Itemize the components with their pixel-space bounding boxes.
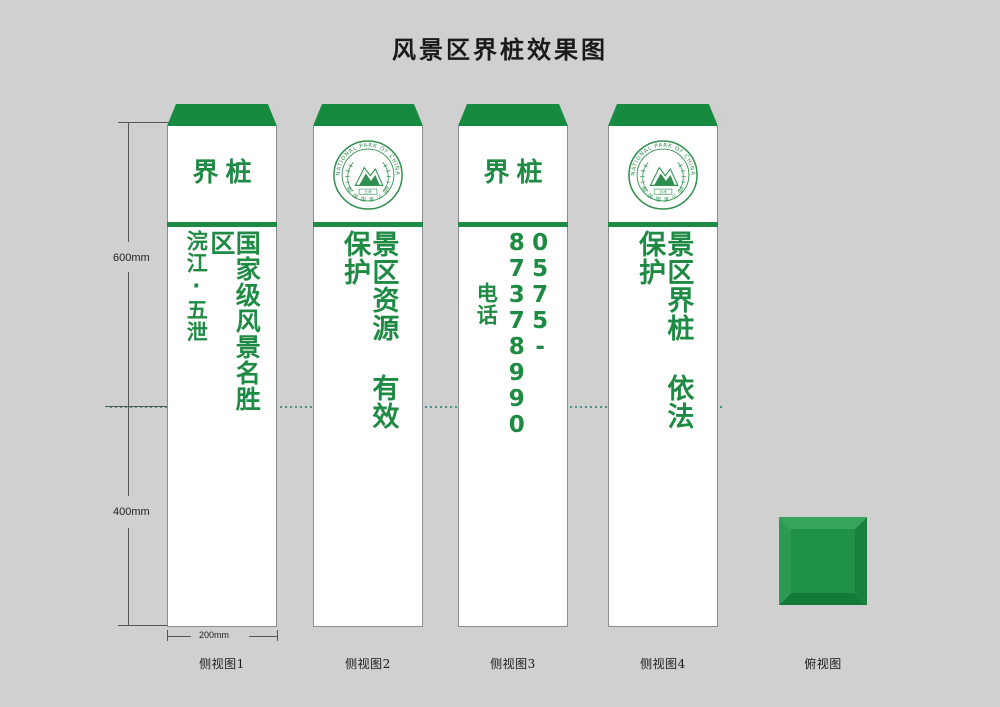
dim-tick-bottom bbox=[118, 625, 170, 626]
pillar-divider-1 bbox=[167, 222, 277, 227]
caption-side-view-4: 侧视图4 bbox=[640, 657, 686, 671]
national-park-emblem-icon: NATIONAL PARK OF CHINA 中 国 国 家 公 园 bbox=[333, 140, 403, 210]
pillar-body-column-3b: 电话 bbox=[474, 282, 499, 326]
svg-text:五泄: 五泄 bbox=[659, 189, 667, 194]
svg-text:中 国 国 家 公 园: 中 国 国 家 公 园 bbox=[345, 186, 392, 204]
pillar-cap-3 bbox=[458, 104, 568, 126]
pillar-body-column-4a: 景区界桩 依法保护 bbox=[634, 230, 694, 430]
pillar-body-column-2a: 景区资源 有效保护 bbox=[339, 230, 399, 430]
pillar-header-3: 界桩 bbox=[459, 126, 567, 220]
pillar-header-text-3: 界桩 bbox=[483, 158, 550, 188]
svg-text:中 国 国 家 公 园: 中 国 国 家 公 园 bbox=[640, 186, 687, 204]
pillar-body-column-1a: 国家级风景名胜区 bbox=[206, 230, 262, 412]
dim-label-600: 600mm bbox=[113, 252, 150, 264]
pillar-face-4: NATIONAL PARK OF CHINA 中 国 国 家 公 园 bbox=[608, 126, 718, 627]
pillar-divider-2 bbox=[313, 222, 423, 227]
dim-line-200-left bbox=[167, 636, 191, 637]
page-title: 风景区界桩效果图 bbox=[392, 35, 608, 64]
pillar-divider-4 bbox=[608, 222, 718, 227]
caption-side-view-2: 侧视图2 bbox=[345, 657, 391, 671]
pillar-cap-2 bbox=[313, 104, 423, 126]
pillar-body-column-3a: 0575-87378990 bbox=[503, 230, 554, 438]
pillar-divider-3 bbox=[458, 222, 568, 227]
pillar-emblem-4: NATIONAL PARK OF CHINA 中 国 国 家 公 园 bbox=[609, 130, 717, 220]
pillar-header-1: 界桩 bbox=[168, 126, 276, 220]
dim-label-200: 200mm bbox=[199, 630, 230, 640]
svg-text:NATIONAL PARK OF CHINA: NATIONAL PARK OF CHINA bbox=[631, 143, 695, 176]
national-park-emblem-icon: NATIONAL PARK OF CHINA 中 国 国 家 公 园 bbox=[628, 140, 698, 210]
dim-tick-left-200 bbox=[167, 630, 168, 641]
pillar-cap-1 bbox=[167, 104, 281, 127]
dim-label-400: 400mm bbox=[113, 506, 150, 518]
svg-text:NATIONAL PARK OF CHINA: NATIONAL PARK OF CHINA bbox=[336, 143, 400, 176]
dim-tick-right-200 bbox=[277, 630, 278, 641]
pillar-body-text-2: 景区资源 有效保护 bbox=[314, 230, 422, 430]
pillar-body-text-4: 景区界桩 依法保护 bbox=[609, 230, 717, 430]
dim-line-600-upper bbox=[128, 122, 129, 242]
pillar-face-1: 界桩 国家级风景名胜区 浣江·五泄 bbox=[167, 126, 277, 627]
pillar-header-text-1: 界桩 bbox=[192, 158, 259, 188]
caption-top-view: 俯视图 bbox=[804, 657, 842, 671]
dim-tick-middle bbox=[105, 406, 185, 407]
dim-line-400-lower bbox=[128, 528, 129, 625]
dim-line-200-right bbox=[249, 636, 277, 637]
dim-tick-top bbox=[118, 122, 170, 123]
pillar-cap-4 bbox=[608, 104, 722, 127]
pillar-body-column-1b: 浣江·五泄 bbox=[184, 230, 209, 343]
top-view-shape[interactable] bbox=[779, 517, 867, 605]
svg-text:五泄: 五泄 bbox=[364, 189, 372, 194]
pillar-face-2: NATIONAL PARK OF CHINA 中 国 国 家 公 园 bbox=[313, 126, 423, 627]
pillar-body-text-3: 0575-87378990 电话 bbox=[459, 230, 567, 438]
pillar-body-text-1: 国家级风景名胜区 浣江·五泄 bbox=[168, 230, 276, 418]
pillar-face-3: 界桩 0575-87378990 电话 bbox=[458, 126, 568, 627]
caption-side-view-3: 侧视图3 bbox=[490, 657, 536, 671]
caption-side-view-1: 侧视图1 bbox=[199, 657, 245, 671]
dim-line-600-lower bbox=[128, 272, 129, 406]
dim-line-400-upper bbox=[128, 406, 129, 496]
pillar-emblem-2: NATIONAL PARK OF CHINA 中 国 国 家 公 园 bbox=[314, 130, 422, 220]
